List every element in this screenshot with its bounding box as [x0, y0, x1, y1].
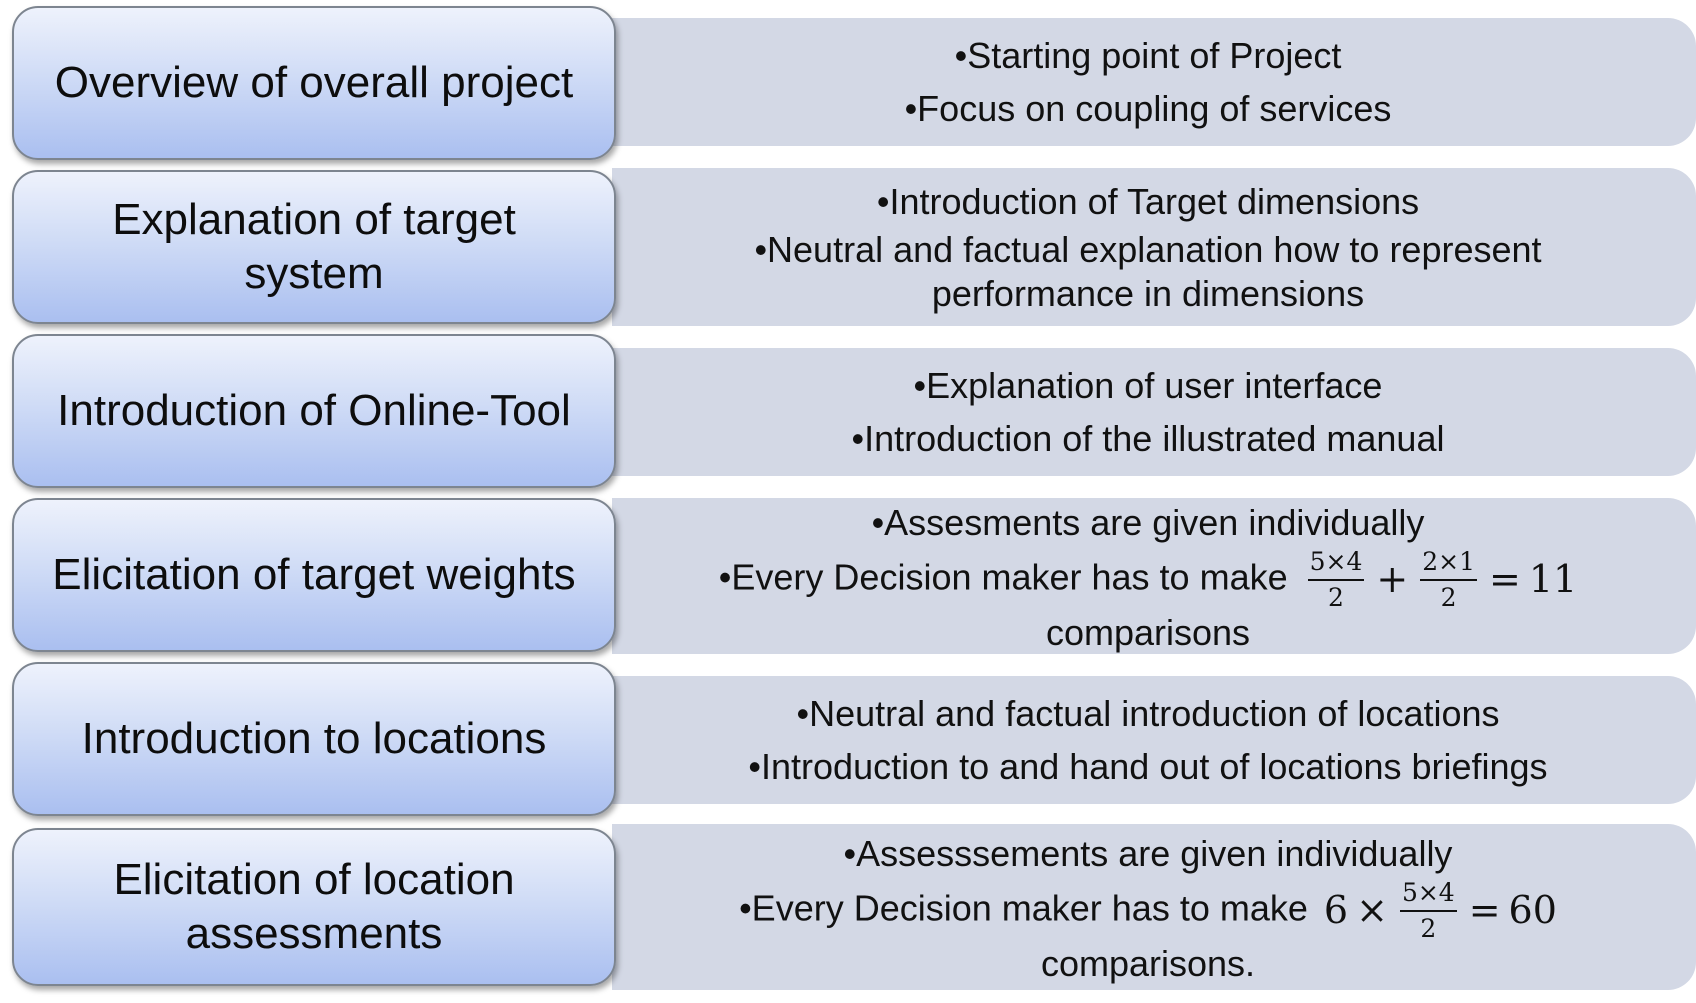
step-2-details: •Introduction of Target dimensions •Neut… — [612, 168, 1696, 326]
step-4-formula: 5×4 2 + 2×1 2 = 11 — [1304, 547, 1578, 613]
step-6-formula: 6 × 5×4 2 = 60 — [1324, 878, 1557, 944]
step-5-details: •Neutral and factual introduction of loc… — [612, 676, 1696, 804]
step-3-details: •Explanation of user interface •Introduc… — [612, 348, 1696, 476]
step-4-box: Elicitation of target weights — [12, 498, 616, 652]
step-4-fraction-1-numerator: 5×4 — [1307, 547, 1365, 581]
step-6-fraction-1: 5×4 2 — [1399, 878, 1457, 944]
step-4-formula-bullet: •Every Decision maker has to make 5×4 2 … — [719, 547, 1577, 653]
step-3-bullet-1: •Explanation of user interface — [913, 365, 1383, 406]
step-1-details: •Starting point of Project •Focus on cou… — [612, 18, 1696, 146]
step-3-bullet-2: •Introduction of the illustrated manual — [851, 418, 1445, 459]
step-6-formula-bullet: •Every Decision maker has to make 6 × 5×… — [739, 878, 1557, 984]
step-5-label: Introduction to locations — [81, 714, 547, 763]
step-6-details: •Assesssements are given individually •E… — [612, 824, 1696, 990]
step-4-fraction-1: 5×4 2 — [1307, 547, 1365, 613]
step-4-plus: + — [1376, 557, 1409, 601]
step-4-result: 11 — [1528, 557, 1578, 601]
step-6-fraction-1-numerator: 5×4 — [1399, 878, 1457, 912]
step-5-bullet-1: •Neutral and factual introduction of loc… — [796, 693, 1500, 734]
step-4-fraction-1-denominator: 2 — [1328, 582, 1344, 612]
step-6-times: × — [1356, 888, 1388, 932]
step-5-bullet-2: •Introduction to and hand out of locatio… — [748, 746, 1548, 787]
step-6-fraction-1-denominator: 2 — [1420, 913, 1437, 943]
step-6-bullet-1: •Assesssements are given individually — [843, 832, 1453, 874]
step-4-details: •Assesments are given individually •Ever… — [612, 498, 1696, 654]
step-3-box: Introduction of Online-Tool — [12, 334, 616, 488]
step-3-label: Introduction of Online-Tool — [57, 386, 571, 435]
step-6-box: Elicitation of location assessments — [12, 828, 616, 986]
step-6-factor: 6 — [1323, 888, 1349, 932]
step-2-bullet-1: •Introduction of Target dimensions — [876, 180, 1420, 222]
step-6-equals: = — [1468, 888, 1501, 932]
step-4-label: Elicitation of target weights — [52, 550, 576, 599]
step-1-bullet-1: •Starting point of Project — [954, 35, 1342, 76]
step-1-label: Overview of overall project — [54, 58, 574, 107]
step-4-bullet-1: •Assesments are given individually — [871, 501, 1425, 543]
step-4-fraction-2-denominator: 2 — [1440, 582, 1457, 612]
step-4-fraction-2: 2×1 2 — [1420, 547, 1477, 613]
step-6-result: 60 — [1508, 888, 1557, 932]
step-2-box: Explanation of target system — [12, 170, 616, 324]
step-4-formula-suffix: comparisons — [1045, 611, 1251, 653]
step-5-box: Introduction to locations — [12, 662, 616, 816]
step-2-bullet-2: •Neutral and factual explanation how to … — [754, 228, 1542, 314]
step-6-formula-prefix: •Every Decision maker has to make — [739, 887, 1308, 929]
step-1-bullet-2: •Focus on coupling of services — [904, 88, 1392, 129]
step-2-label: Explanation of target system — [112, 195, 516, 298]
step-6-formula-suffix: comparisons. — [1040, 942, 1256, 984]
step-4-fraction-2-numerator: 2×1 — [1420, 547, 1477, 581]
step-4-formula-prefix: •Every Decision maker has to make — [718, 556, 1288, 598]
step-4-equals: = — [1489, 557, 1521, 601]
step-6-label: Elicitation of location assessments — [113, 855, 515, 958]
step-1-box: Overview of overall project — [12, 6, 616, 160]
